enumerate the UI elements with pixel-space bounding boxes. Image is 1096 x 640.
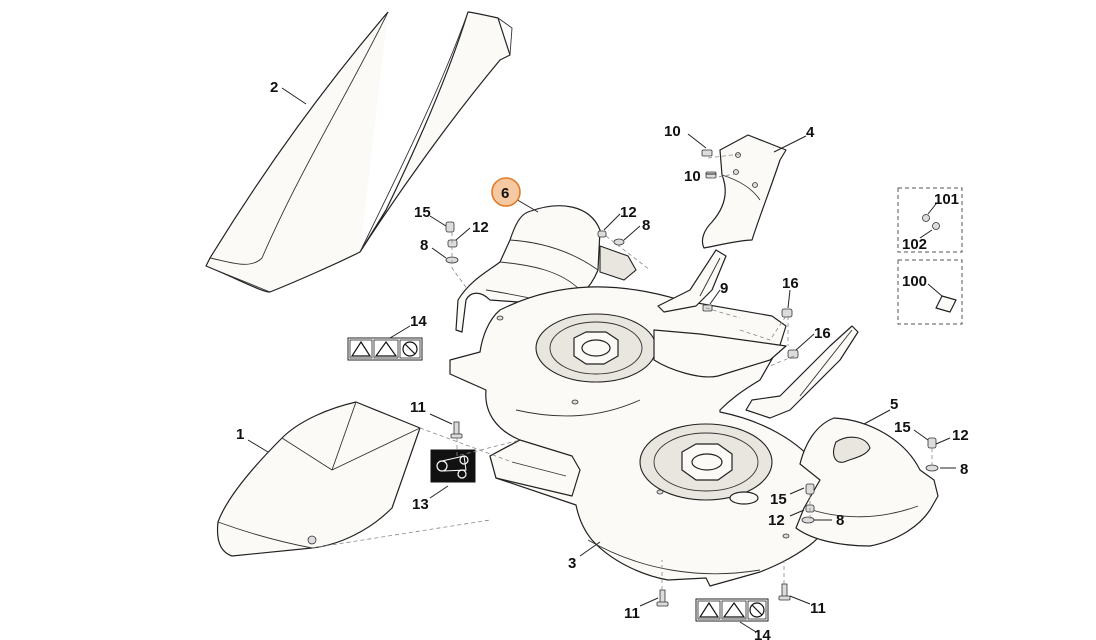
callout-2[interactable]: 2 bbox=[270, 79, 278, 96]
callout-1[interactable]: 1 bbox=[236, 426, 244, 443]
callout-11-bottom-left[interactable]: 11 bbox=[624, 605, 640, 622]
screw-10-upper[interactable] bbox=[701, 149, 713, 157]
callout-15-side[interactable]: 15 bbox=[894, 419, 911, 436]
part-3-mower-deck[interactable] bbox=[449, 286, 832, 587]
part-side-arm[interactable] bbox=[745, 325, 859, 419]
bolt-11-bottom-right[interactable] bbox=[778, 583, 791, 601]
nut-16-lower[interactable] bbox=[787, 349, 799, 359]
callout-8-left[interactable]: 8 bbox=[420, 237, 428, 254]
part-13-belt-decal[interactable] bbox=[430, 449, 476, 483]
spacer-15-lower[interactable] bbox=[805, 483, 815, 495]
callout-5[interactable]: 5 bbox=[890, 396, 898, 413]
spacer-15-right[interactable] bbox=[927, 437, 937, 449]
callout-12-right[interactable]: 12 bbox=[620, 204, 637, 221]
leader-lines bbox=[247, 87, 956, 633]
part-100-blade-bracket[interactable] bbox=[935, 295, 957, 313]
callout-9[interactable]: 9 bbox=[720, 280, 728, 297]
part-4-bracket[interactable] bbox=[701, 134, 787, 249]
part-5-side-cover[interactable] bbox=[795, 417, 939, 547]
callout-3[interactable]: 3 bbox=[568, 555, 576, 572]
callout-11-bottom-right[interactable]: 11 bbox=[810, 600, 826, 617]
callout-10-upper[interactable]: 10 bbox=[664, 123, 681, 140]
callout-12-side[interactable]: 12 bbox=[952, 427, 969, 444]
callout-102[interactable]: 102 bbox=[902, 236, 927, 253]
part-9-support-arm[interactable] bbox=[657, 249, 727, 313]
callout-13[interactable]: 13 bbox=[412, 496, 429, 513]
callout-15-left[interactable]: 15 bbox=[414, 204, 431, 221]
callout-6-highlight bbox=[491, 177, 521, 207]
callout-100[interactable]: 100 bbox=[902, 273, 927, 290]
callout-6[interactable]: 6 bbox=[501, 185, 509, 202]
callout-labels: 2 6 10 10 4 15 12 8 12 8 9 16 16 14 11 1… bbox=[236, 79, 969, 640]
bolt-11-left[interactable] bbox=[450, 421, 463, 439]
callout-8-right[interactable]: 8 bbox=[642, 217, 650, 234]
nut-12-right[interactable] bbox=[597, 230, 607, 238]
assembly-guide-lines bbox=[311, 153, 933, 590]
callout-14-bottom[interactable]: 14 bbox=[754, 627, 771, 640]
inset-box-101-102 bbox=[897, 187, 963, 253]
part-14-warning-decal-bottom[interactable] bbox=[695, 598, 769, 622]
bolt-11-bottom-left[interactable] bbox=[656, 589, 669, 607]
callout-16-lower[interactable]: 16 bbox=[814, 325, 831, 342]
screw-9[interactable] bbox=[702, 304, 713, 312]
callout-14-top[interactable]: 14 bbox=[410, 313, 427, 330]
nut-16-upper[interactable] bbox=[781, 308, 793, 318]
callout-10-lower[interactable]: 10 bbox=[684, 168, 701, 185]
callout-16-upper[interactable]: 16 bbox=[782, 275, 799, 292]
callout-15-lower[interactable]: 15 bbox=[770, 491, 787, 508]
callout-12-left[interactable]: 12 bbox=[472, 219, 489, 236]
part-101-nut[interactable] bbox=[922, 214, 930, 222]
washer-8-right[interactable] bbox=[613, 238, 625, 246]
part-102-washer[interactable] bbox=[932, 222, 940, 230]
part-2-chute-cover[interactable] bbox=[205, 11, 513, 293]
washer-8-lower[interactable] bbox=[801, 516, 815, 524]
nut-12-left[interactable] bbox=[447, 239, 458, 248]
callout-8-side[interactable]: 8 bbox=[960, 461, 968, 478]
callout-101[interactable]: 101 bbox=[934, 191, 959, 208]
inset-box-100 bbox=[897, 259, 963, 325]
screw-10-lower[interactable] bbox=[705, 171, 717, 179]
part-1-discharge-chute[interactable] bbox=[216, 401, 421, 557]
callout-4[interactable]: 4 bbox=[806, 124, 815, 141]
part-14-warning-decal-top[interactable] bbox=[347, 337, 423, 361]
callout-8-lower[interactable]: 8 bbox=[836, 512, 844, 529]
callout-11-left[interactable]: 11 bbox=[410, 399, 426, 416]
spacer-15-left[interactable] bbox=[445, 221, 455, 233]
callout-12-lower[interactable]: 12 bbox=[768, 512, 785, 529]
